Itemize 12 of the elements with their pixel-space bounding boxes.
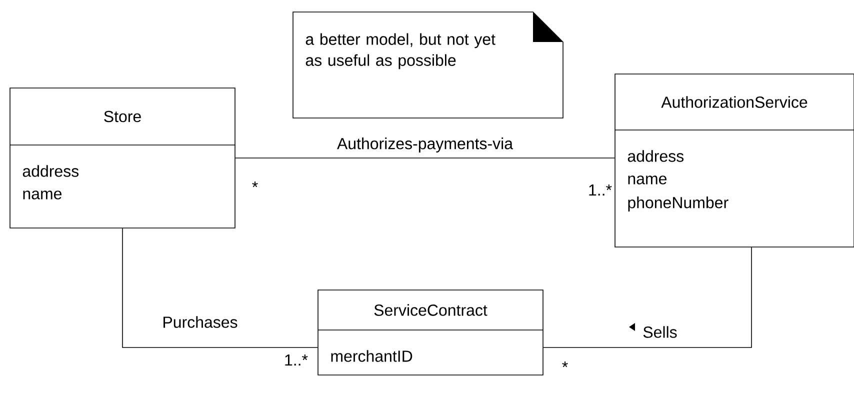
multiplicity-label: *: [562, 362, 568, 368]
association-line: [543, 247, 752, 348]
association-line: [122, 228, 318, 348]
edge-label: Sells: [642, 325, 678, 339]
note-box: a better model, but not yet as useful as possible: [292, 12, 564, 118]
edge-label: Purchases: [161, 315, 239, 329]
multiplicity-label: *: [252, 182, 258, 188]
class-box: Store address name: [10, 88, 236, 228]
class-box: ServiceContract merchantID: [318, 290, 544, 376]
class-box: AuthorizationService address name phoneNumber: [614, 74, 854, 248]
edge-label: Authorizes-payments-via: [336, 136, 514, 154]
multiplicity-label: 1..*: [285, 354, 308, 366]
